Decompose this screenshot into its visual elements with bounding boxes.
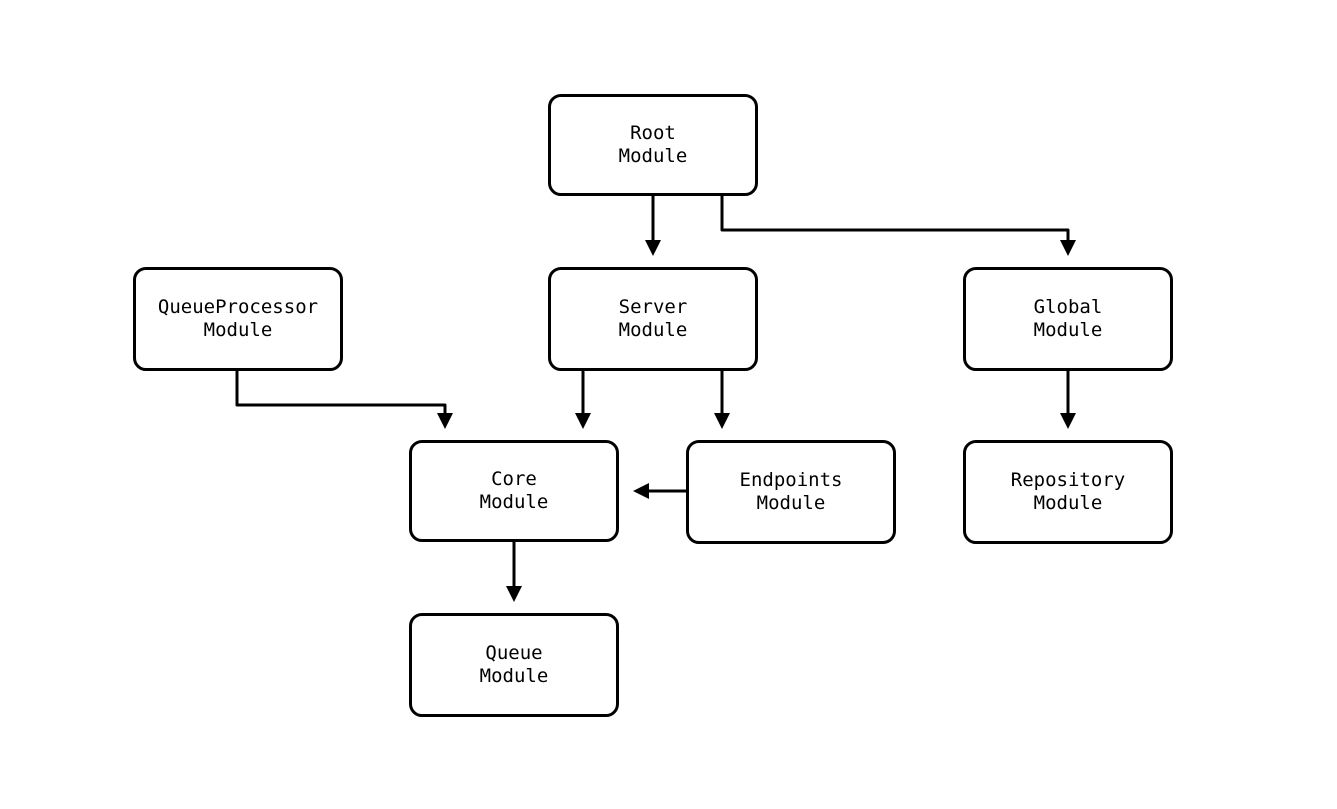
node-server-module-label: Server Module bbox=[618, 296, 688, 341]
node-global-module[interactable]: Global Module bbox=[963, 267, 1173, 371]
node-queue-module-label: Queue Module bbox=[479, 642, 549, 687]
node-core-module[interactable]: Core Module bbox=[409, 440, 619, 542]
node-endpoints-module-label: Endpoints Module bbox=[739, 469, 843, 514]
node-queueprocessor-module-label: QueueProcessor Module bbox=[157, 296, 319, 341]
node-core-module-label: Core Module bbox=[479, 468, 549, 513]
node-server-module[interactable]: Server Module bbox=[548, 267, 758, 371]
node-endpoints-module[interactable]: Endpoints Module bbox=[686, 440, 896, 544]
node-root-module[interactable]: Root Module bbox=[548, 94, 758, 196]
edge-root-global bbox=[720, 196, 1076, 256]
node-repository-module-label: Repository Module bbox=[1010, 469, 1126, 514]
node-global-module-label: Global Module bbox=[1033, 296, 1103, 341]
node-queueprocessor-module[interactable]: QueueProcessor Module bbox=[133, 267, 343, 371]
node-queue-module[interactable]: Queue Module bbox=[409, 613, 619, 717]
node-root-module-label: Root Module bbox=[618, 122, 688, 167]
edge-queueprocessor-core bbox=[235, 371, 453, 429]
node-repository-module[interactable]: Repository Module bbox=[963, 440, 1173, 544]
